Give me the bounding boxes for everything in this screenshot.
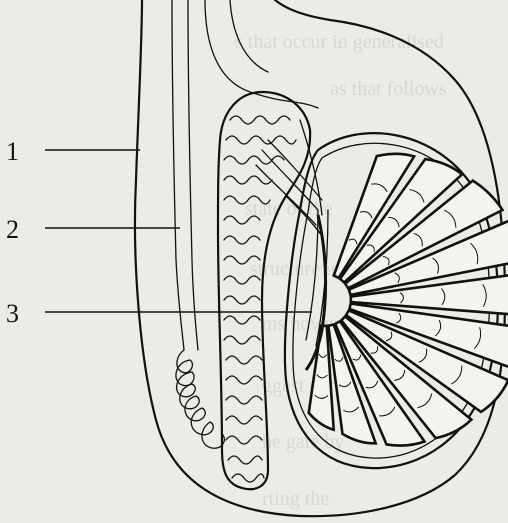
label-3-text: 3 xyxy=(6,299,19,328)
svg-text:rting the: rting the xyxy=(262,488,329,510)
label-1-text: 1 xyxy=(6,137,19,166)
label-2: 2 xyxy=(6,215,180,244)
svg-text:he gate by: he gate by xyxy=(262,431,344,453)
vas-deferens xyxy=(172,0,224,448)
svg-text:as that follows: as that follows xyxy=(330,78,447,100)
seminiferous-lobules xyxy=(306,154,508,446)
label-1: 1 xyxy=(6,137,140,166)
svg-text:s that occur in generalised: s that occur in generalised xyxy=(235,31,444,53)
label-2-text: 2 xyxy=(6,215,19,244)
